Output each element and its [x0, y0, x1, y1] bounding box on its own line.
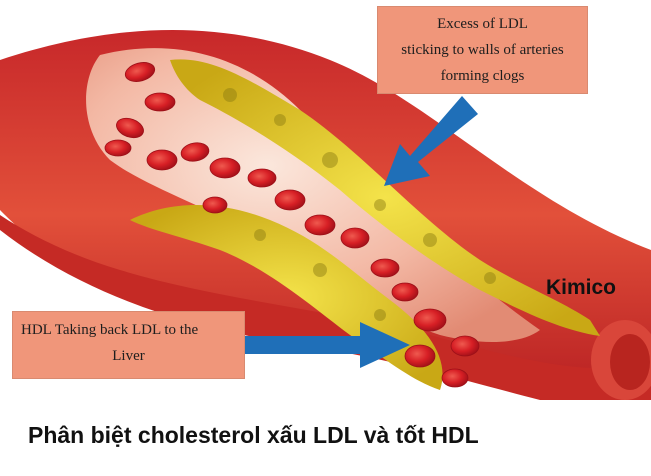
blood-cell: [202, 196, 228, 214]
hdl-callout-line2: Liver: [112, 348, 145, 364]
artery-lumen: [86, 48, 541, 342]
blood-cell: [116, 117, 144, 139]
hdl-arrow: [245, 322, 410, 368]
blood-cell: [450, 335, 480, 357]
blood-cell: [274, 189, 306, 211]
blood-cell: [144, 92, 176, 112]
blood-cell: [304, 214, 336, 236]
artery-illustration: [0, 30, 651, 400]
hdl-callout: HDL Taking back LDL to the Liver: [12, 311, 245, 379]
blood-cell: [209, 157, 241, 179]
blood-cell: [441, 368, 469, 388]
artery-wall-lower: [0, 215, 651, 400]
blood-cell: [247, 168, 277, 188]
ldl-callout-line3: forming clogs: [440, 68, 525, 84]
page-caption: Phân biệt cholesterol xấu LDL và tốt HDL: [28, 422, 479, 448]
hdl-callout-line1: HDL Taking back LDL to the: [21, 322, 199, 338]
ldl-callout-line1: Excess of LDL: [437, 16, 528, 32]
blood-cell: [146, 149, 178, 171]
blood-cell: [340, 227, 370, 249]
ldl-callout: Excess of LDL sticking to walls of arter…: [377, 6, 588, 94]
blood-cell: [391, 282, 419, 302]
blood-cell: [180, 142, 210, 162]
blood-cell: [124, 62, 156, 82]
plaque-upper: [170, 59, 600, 337]
blood-cell: [104, 139, 132, 157]
blood-cell: [404, 344, 436, 368]
blood-cell: [370, 258, 400, 278]
blood-cell: [413, 308, 447, 332]
brand-label: Kimico: [546, 276, 617, 299]
ldl-arrow: [384, 96, 478, 186]
ldl-callout-line2: sticking to walls of arteries: [401, 42, 564, 58]
